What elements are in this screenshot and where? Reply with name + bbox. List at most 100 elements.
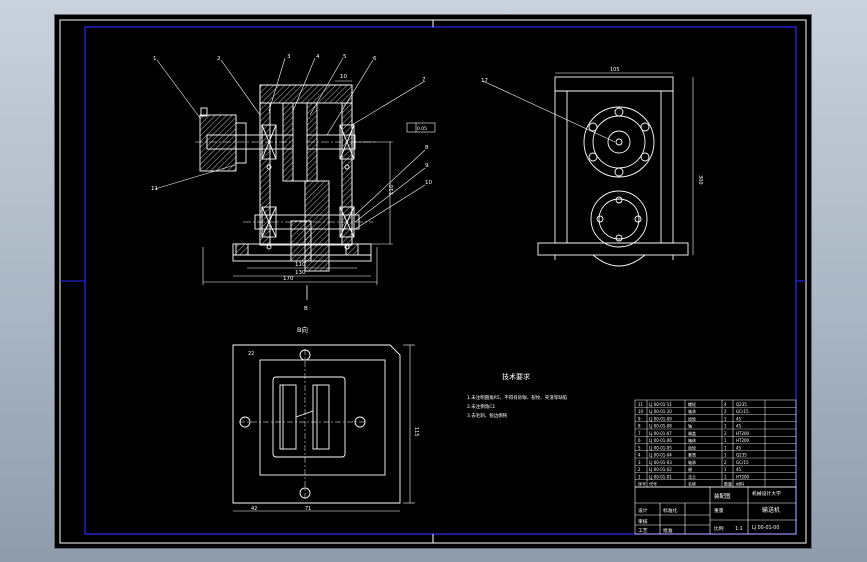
bom-cell: 齿轮 xyxy=(688,415,696,421)
balloon-8: 8 xyxy=(425,145,429,151)
title-standard-label: 标准化 xyxy=(663,507,678,514)
title-company: 机械设计大学 xyxy=(752,490,781,497)
balloon-9: 9 xyxy=(425,163,429,169)
bom-cell: LJ 00-01-07 xyxy=(649,431,672,436)
dim-text-side-top: 105 xyxy=(610,67,620,73)
title-weight-label: 重量 xyxy=(714,507,724,514)
bom-cell: 1 xyxy=(724,474,727,479)
bom-cell: 键 xyxy=(688,466,692,472)
bom-cell: 10 xyxy=(638,409,644,414)
side-flange-bolt-holes xyxy=(588,107,650,177)
cad-drawing: 1 2 3 4 5 6 7 8 9 10 11 17 10 110 110 13… xyxy=(59,19,807,544)
dim-text-plan-42: 42 xyxy=(251,506,257,512)
title-process-label: 工艺 xyxy=(638,528,648,534)
upper-bearing-right xyxy=(339,124,355,160)
side-base xyxy=(537,242,689,256)
dim-text-plan-corner: 22 xyxy=(248,351,254,357)
balloon-7: 7 xyxy=(422,77,426,83)
tech-req-line-3: 3.去毛刺，锐边倒钝 xyxy=(467,412,508,419)
bom-cell: 7 xyxy=(638,431,641,436)
bom-cell: HT200 xyxy=(736,474,750,479)
sheet-frame xyxy=(59,19,807,544)
dim-text-170: 170 xyxy=(283,276,294,282)
housing-left-wall xyxy=(259,102,271,246)
bom-cell: LJ 00-01-02 xyxy=(649,467,672,472)
side-lower-flange xyxy=(590,190,648,248)
bom-cell: HT200 xyxy=(736,438,750,443)
bom-cell: 45 xyxy=(736,424,742,429)
tech-req-title: 技术要求 xyxy=(502,372,530,381)
bom-header-cell: 材料 xyxy=(736,481,744,487)
title-designer-label: 设计 xyxy=(638,507,648,514)
plan-window xyxy=(272,376,346,458)
bom-cell: 1 xyxy=(724,453,727,458)
dim-text-130: 130 xyxy=(295,270,306,276)
bom-cell: 45 xyxy=(736,416,742,421)
bom-cell: Q235 xyxy=(736,453,747,458)
plan-view-b[interactable] xyxy=(232,344,415,512)
bom-cell: 1 xyxy=(724,424,727,429)
tech-req-line-2: 2.未注倒角C1 xyxy=(467,403,495,410)
lower-bearing-right xyxy=(339,206,355,238)
bom-cell: 4 xyxy=(638,453,641,458)
bom-cell: 8 xyxy=(638,424,641,429)
front-section-view[interactable] xyxy=(195,80,436,300)
bom-cell: 1 xyxy=(724,438,727,443)
bom-cell: GCr15 xyxy=(736,409,749,414)
bom-cell: LJ 00-01-05 xyxy=(649,445,672,450)
bom-cell: 6 xyxy=(638,438,641,443)
title-checker-label: 审核 xyxy=(638,518,648,525)
tolerance-frame xyxy=(406,122,436,133)
technical-requirements: 技术要求 1.未注明圆角R5，不得有砂眼、裂纹、夹渣等缺陷 2.未注倒角C1 3… xyxy=(467,372,568,419)
bom-header-cell: 名称 xyxy=(688,481,696,487)
bom-cell: 2 xyxy=(724,431,727,436)
bom-cell: 2 xyxy=(724,460,727,465)
side-lower-wheel xyxy=(592,254,646,267)
bom-cell: 11 xyxy=(638,402,644,407)
leader-lines xyxy=(154,57,616,230)
bom-cell: 1 xyxy=(724,445,727,450)
side-flange-hub xyxy=(607,130,631,154)
side-view[interactable] xyxy=(537,72,694,267)
title-assembly-label: 装配图 xyxy=(714,492,731,500)
bom-cell: 45 xyxy=(736,467,742,472)
dim-text-plan-71: 71 xyxy=(305,506,311,512)
bom-cell: 齿轮 xyxy=(688,444,696,450)
bom-cell: LJ 00-01-09 xyxy=(649,416,672,421)
dim-text-top: 10 xyxy=(340,74,347,80)
title-drawing-number: LJ 00-01-00 xyxy=(752,525,779,531)
bom-header-cell: 代号 xyxy=(649,481,657,487)
cad-viewport[interactable]: 1 2 3 4 5 6 7 8 9 10 11 17 10 110 110 13… xyxy=(54,14,812,549)
upper-bearing-left xyxy=(261,124,277,160)
bom-cell: 1 xyxy=(724,416,727,421)
bom-cell: 轴承 xyxy=(688,408,696,414)
title-drawing-name: 输送机 xyxy=(762,506,780,514)
bom-cell: 法兰 xyxy=(688,473,696,479)
balloon-2: 2 xyxy=(217,56,221,62)
bom-cell: 1 xyxy=(638,474,641,479)
bom-cell: Q235 xyxy=(736,402,747,407)
dim-text-side-height: 300 xyxy=(697,175,703,185)
dim-text-plan-right: 115 xyxy=(413,427,419,437)
bom-cell: LJ 00-01-11 xyxy=(649,402,672,407)
balloon-11: 11 xyxy=(151,186,158,192)
bom-cell: 9 xyxy=(638,416,641,421)
bom-header-cell: 数量 xyxy=(724,481,732,487)
lower-bearing-left xyxy=(261,206,277,238)
dim-text-110: 110 xyxy=(295,262,306,268)
balloon-6: 6 xyxy=(373,56,377,62)
bom-cell: 5 xyxy=(638,445,641,450)
tolerance-text: 0.05 xyxy=(417,126,427,132)
title-scale-value: 1:1 xyxy=(735,526,743,532)
base-foot-left xyxy=(235,243,249,256)
plan-inner-frame xyxy=(259,359,386,476)
balloon-labels: 1 2 3 4 5 6 7 8 9 10 11 17 10 110 110 13… xyxy=(151,54,488,334)
bom-cell: LJ 00-01-03 xyxy=(649,460,672,465)
section-label-b: B xyxy=(304,306,308,312)
balloon-3: 3 xyxy=(287,54,291,60)
bom-cell: 端盖 xyxy=(688,430,696,436)
bom-cell: 4 xyxy=(724,402,727,407)
side-housing xyxy=(554,76,674,244)
balloon-4: 4 xyxy=(316,54,320,60)
